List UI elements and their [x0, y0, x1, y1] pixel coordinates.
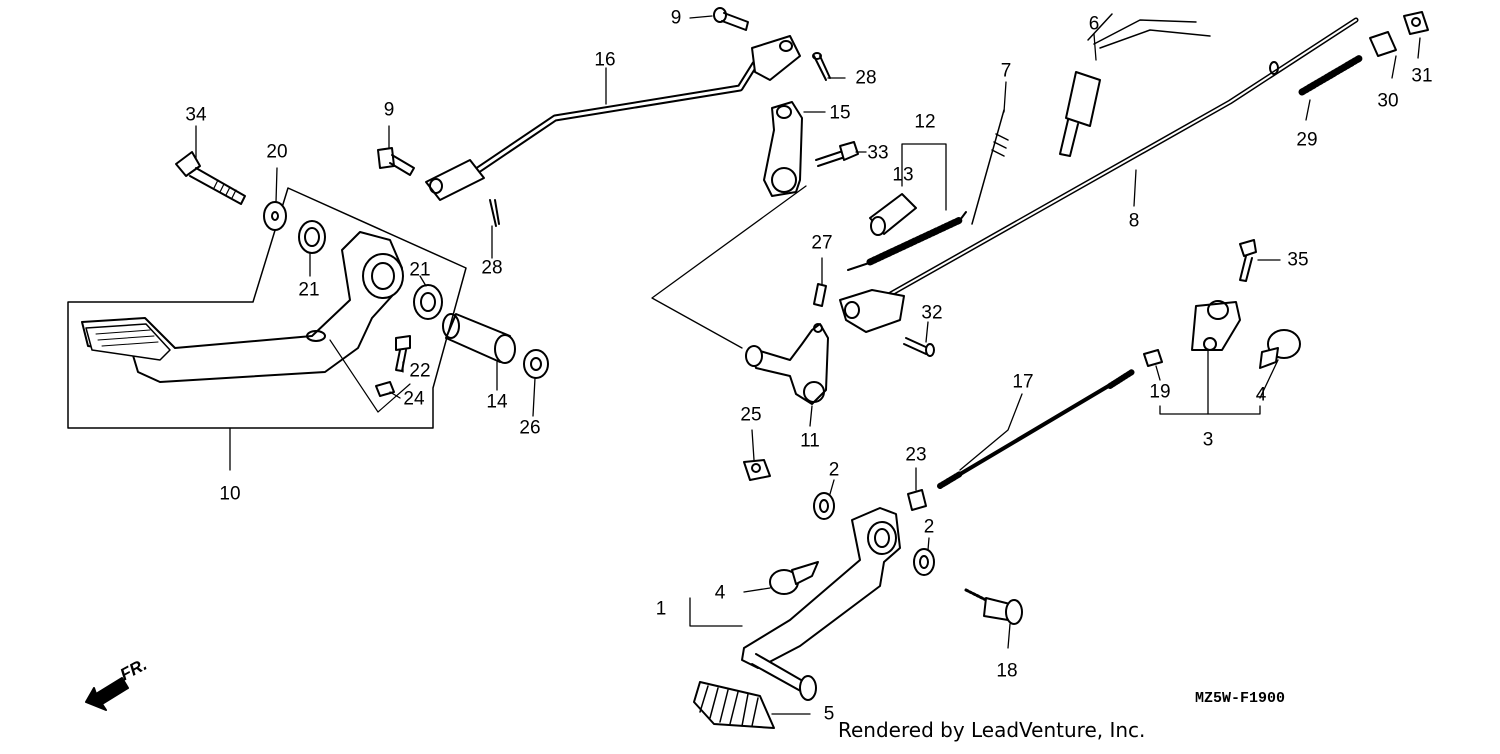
- joint-3-bracket: [1159, 405, 1261, 415]
- spindle-11: [745, 323, 829, 405]
- callout-15: 15: [829, 102, 851, 124]
- callout-21-right: 21: [409, 259, 431, 281]
- callout-10: 10: [219, 483, 241, 505]
- bolt-33: [815, 141, 859, 167]
- pin-27: [813, 283, 827, 307]
- nut-30: [1369, 31, 1397, 57]
- callout-6: 6: [1088, 13, 1100, 35]
- ball-joint-4-left: [769, 561, 819, 595]
- callout-22: 22: [409, 360, 431, 382]
- callout-29: 29: [1296, 129, 1318, 151]
- shift-rubber-5: [693, 681, 775, 729]
- callout-17: 17: [1012, 371, 1034, 393]
- callout-13: 13: [892, 164, 914, 186]
- collar-14: [442, 313, 516, 364]
- bolt-35: [1239, 239, 1257, 282]
- rod-8: [839, 17, 1359, 333]
- seal-21-left: [298, 220, 326, 254]
- bolt-22: [395, 335, 411, 372]
- callout-20: 20: [266, 141, 288, 163]
- callout-19: 19: [1149, 381, 1171, 403]
- nut-24: [375, 381, 395, 397]
- callout-2-right: 2: [923, 516, 935, 538]
- diagram-code: MZ5W-F1900: [1195, 690, 1286, 707]
- nut-25: [743, 459, 771, 481]
- callout-26: 26: [519, 417, 541, 439]
- ball-joint-4-right: [1259, 329, 1301, 369]
- switch-6: [1059, 13, 1211, 157]
- callout-4-left: 4: [714, 582, 726, 604]
- callout-11: 11: [800, 430, 820, 452]
- callout-25: 25: [740, 404, 762, 426]
- callout-9-left: 9: [383, 99, 395, 121]
- callout-2-left: 2: [828, 459, 840, 481]
- nut-19: [1143, 349, 1163, 367]
- nut-23: [907, 489, 927, 511]
- callout-33: 33: [867, 142, 889, 164]
- callout-28-left: 28: [481, 257, 503, 279]
- callout-3: 3: [1202, 429, 1214, 451]
- bolt-18: [964, 588, 1023, 625]
- pin-9-left: [377, 147, 415, 176]
- seal-21-right: [413, 284, 443, 320]
- arm-15: [763, 101, 803, 197]
- brake-rod-16: [425, 35, 801, 201]
- front-direction-arrow-icon: [85, 677, 129, 711]
- callout-28-top: 28: [855, 67, 877, 89]
- nut-26: [523, 349, 549, 379]
- callout-14: 14: [486, 391, 508, 413]
- render-credit: Rendered by LeadVenture, Inc.: [838, 718, 1146, 742]
- leader-lines: [195, 15, 1421, 715]
- callout-4-right: 4: [1255, 384, 1267, 406]
- bolt-34: [175, 151, 246, 205]
- bolt-32: [903, 337, 935, 357]
- callout-31: 31: [1411, 65, 1433, 87]
- spring-7: [971, 109, 1009, 225]
- callout-30: 30: [1377, 90, 1399, 112]
- callout-1: 1: [655, 598, 667, 620]
- cotter-pin-28-left: [489, 199, 500, 227]
- spring-12: [847, 211, 967, 271]
- washer-20: [263, 201, 287, 231]
- washer-2-right: [913, 548, 935, 576]
- callout-16: 16: [594, 49, 616, 71]
- callout-27: 27: [811, 232, 833, 254]
- callout-23: 23: [905, 444, 927, 466]
- washer-2-left: [813, 492, 835, 520]
- callout-32: 32: [921, 302, 943, 324]
- callout-34: 34: [185, 104, 207, 126]
- shift-pedal-bracket: [689, 597, 743, 627]
- sleeve-13: [869, 193, 917, 236]
- nut-31: [1403, 11, 1429, 35]
- callout-21-left: 21: [298, 279, 320, 301]
- spindle-group-line: [651, 185, 807, 349]
- cotter-pin-28-top: [812, 52, 831, 81]
- rod-17: [937, 369, 1135, 489]
- callout-24: 24: [403, 388, 425, 410]
- shift-pedal-1: [741, 507, 901, 701]
- bolt-group-bracket: [329, 339, 411, 413]
- callout-5: 5: [823, 703, 835, 725]
- callout-8: 8: [1128, 210, 1140, 232]
- brake-pedal-group-outline: [67, 187, 467, 429]
- callout-18: 18: [996, 660, 1018, 682]
- spring-29: [1298, 54, 1364, 96]
- brake-pedal: [81, 231, 404, 383]
- callout-9-top: 9: [670, 7, 682, 29]
- callout-12: 12: [914, 111, 936, 133]
- joint-3: [1191, 300, 1241, 351]
- pin-9-top: [713, 7, 749, 31]
- callout-7: 7: [1000, 60, 1012, 82]
- callout-35: 35: [1287, 249, 1309, 271]
